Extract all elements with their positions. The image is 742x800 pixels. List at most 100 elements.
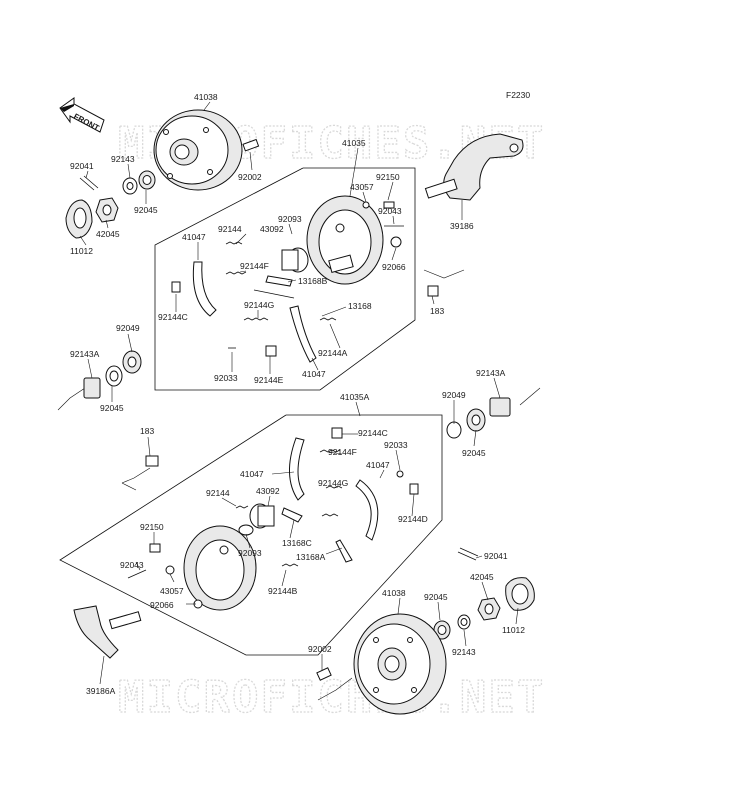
label-92144F-bottom: 92144F xyxy=(328,447,357,457)
label-92041-left: 92041 xyxy=(70,161,94,171)
label-41047-bottom-right: 41047 xyxy=(366,460,390,470)
bearing-92045-bottom xyxy=(433,620,451,640)
label-41035A: 41035A xyxy=(340,392,370,402)
steering-knuckle-39186A xyxy=(73,605,142,659)
brake-shoe-bottom-right xyxy=(355,479,419,541)
label-92045-bottom: 92045 xyxy=(424,592,448,602)
cotter-pin-top xyxy=(79,175,99,191)
label-92049-left: 92049 xyxy=(116,323,140,333)
label-92144E: 92144E xyxy=(254,375,284,385)
label-183-left: 183 xyxy=(140,426,154,436)
bearing-92045-top xyxy=(138,170,156,190)
diagram-id: F2230 xyxy=(506,90,530,100)
label-92093-bottom: 92093 xyxy=(238,548,262,558)
label-39186: 39186 xyxy=(450,221,474,231)
label-92043-top: 92043 xyxy=(378,206,402,216)
lever-13168B xyxy=(265,275,293,287)
label-92002-top: 92002 xyxy=(238,172,262,182)
label-92150-top: 92150 xyxy=(376,172,400,182)
label-11012-left: 11012 xyxy=(70,246,93,256)
label-183-right: 183 xyxy=(430,306,444,316)
washer-92143-top xyxy=(122,177,138,195)
hub-cap-11012-bottom xyxy=(505,577,535,611)
part-labels: 41038 41035 92002 92041 92143 92045 4204… xyxy=(70,92,525,696)
brake-shoe-bottom-left xyxy=(288,437,305,501)
label-92150-bottom: 92150 xyxy=(140,522,164,532)
label-92002-bottom: 92002 xyxy=(308,644,332,654)
label-43092-bottom: 43092 xyxy=(256,486,280,496)
wheel-cylinder-top xyxy=(281,247,309,273)
label-92066-bottom: 92066 xyxy=(150,600,174,610)
label-92143-bottom: 92143 xyxy=(452,647,476,657)
wheel-cylinder-bottom xyxy=(249,503,275,529)
label-92049-right: 92049 xyxy=(442,390,466,400)
label-92144G-top: 92144G xyxy=(244,300,274,310)
wheel-bolt-top xyxy=(242,138,260,152)
label-92144A: 92144A xyxy=(318,348,348,358)
label-92144-bottom: 92144 xyxy=(206,488,230,498)
label-42045-right: 42045 xyxy=(470,572,494,582)
label-13168-top: 13168 xyxy=(348,301,372,311)
label-92045-right: 92045 xyxy=(462,448,486,458)
brake-drum-top xyxy=(153,109,243,191)
nut-42045-top xyxy=(95,197,119,223)
springs-bottom xyxy=(235,427,404,567)
label-92143A-left: 92143A xyxy=(70,349,100,359)
label-13168C: 13168C xyxy=(282,538,312,548)
leader-lines xyxy=(79,101,519,685)
label-43057-top: 43057 xyxy=(350,182,374,192)
label-92144C-top: 92144C xyxy=(158,312,188,322)
label-42045-left: 42045 xyxy=(96,229,120,239)
bolt-183-left xyxy=(145,455,159,467)
backing-plate-bottom xyxy=(183,524,257,611)
label-92144G-bottom: 92144G xyxy=(318,478,348,488)
label-13168B: 13168B xyxy=(298,276,328,286)
brake-shoe-top-right xyxy=(265,305,317,363)
label-92045-left: 92045 xyxy=(100,403,124,413)
bearing-stack-right xyxy=(446,397,511,439)
label-41038-bottom: 41038 xyxy=(382,588,406,598)
label-92143-top: 92143 xyxy=(111,154,135,164)
label-92144D: 92144D xyxy=(398,514,428,524)
label-92093-top: 92093 xyxy=(278,214,302,224)
small-parts-bottom-left xyxy=(127,543,203,609)
springs-top xyxy=(225,241,337,349)
label-41035: 41035 xyxy=(342,138,366,148)
label-41047-top: 41047 xyxy=(182,232,206,242)
brake-shoe-top-left xyxy=(171,261,217,317)
label-41038-top: 41038 xyxy=(194,92,218,102)
hub-cap-11012-top xyxy=(65,199,93,239)
label-92144-top: 92144 xyxy=(218,224,242,234)
label-39186A: 39186A xyxy=(86,686,116,696)
label-43092-top: 43092 xyxy=(260,224,284,234)
assembly-frame-41035A xyxy=(59,414,443,656)
label-11012-right: 11012 xyxy=(502,625,525,635)
small-parts-top-right xyxy=(362,201,439,297)
brake-drum-bottom xyxy=(353,613,447,715)
nut-42045-bottom xyxy=(477,597,501,621)
label-92045-top: 92045 xyxy=(134,205,158,215)
label-92033-bottom: 92033 xyxy=(384,440,408,450)
backing-plate-top xyxy=(306,195,384,285)
watermark-bottom: MICROFICHES.NET xyxy=(118,672,545,723)
label-43057-bottom: 43057 xyxy=(160,586,184,596)
label-92143A-right: 92143A xyxy=(476,368,506,378)
steering-knuckle-39186 xyxy=(424,133,524,201)
lever-13168C xyxy=(281,507,353,563)
label-41047-mid: 41047 xyxy=(302,369,326,379)
label-92033-top: 92033 xyxy=(214,373,238,383)
label-92041-right: 92041 xyxy=(484,551,508,561)
label-92144C-bottom: 92144C xyxy=(358,428,388,438)
label-92043-bottom: 92043 xyxy=(120,560,144,570)
label-92144B: 92144B xyxy=(268,586,298,596)
label-92066-top: 92066 xyxy=(382,262,406,272)
wheel-bolt-bottom xyxy=(316,667,332,681)
label-41047-bottom-left: 41047 xyxy=(240,469,264,479)
label-92144F-top: 92144F xyxy=(240,261,269,271)
washer-92143-bottom xyxy=(457,614,471,630)
front-arrow-icon: FRONT xyxy=(59,97,105,133)
assembly-frame-41035 xyxy=(154,167,416,391)
cotter-pin-bottom xyxy=(457,547,479,561)
label-13168A: 13168A xyxy=(296,552,326,562)
